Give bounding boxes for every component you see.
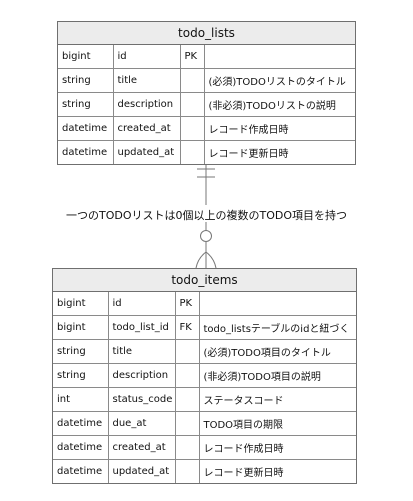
column-type: string <box>58 92 114 117</box>
zero-circle <box>200 230 212 242</box>
column-comment: (非必須)TODOリストの説明 <box>203 92 355 117</box>
column-type: datetime <box>53 411 109 436</box>
column-type: datetime <box>58 116 114 141</box>
column-name: updated_at <box>112 140 181 164</box>
column-comment: (必須)TODO項目のタイトル <box>198 339 356 364</box>
column-key: PK <box>179 45 205 69</box>
column-key <box>174 387 200 412</box>
column-name: created_at <box>107 435 176 460</box>
column-comment: レコード更新日時 <box>203 140 355 164</box>
column-comment: レコード作成日時 <box>198 435 356 460</box>
column-comment: (非必須)TODO項目の説明 <box>198 363 356 388</box>
crow-foot-right <box>205 251 217 269</box>
column-type: int <box>53 387 109 412</box>
column-key <box>179 68 205 93</box>
column-comment: (必須)TODOリストのタイトル <box>203 68 355 93</box>
column-type: string <box>58 68 114 93</box>
column-type: string <box>53 339 109 364</box>
column-type: bigint <box>53 315 109 340</box>
column-name: id <box>107 292 176 316</box>
column-key <box>179 92 205 117</box>
column-name: due_at <box>107 411 176 436</box>
column-name: todo_list_id <box>107 315 176 340</box>
column-key <box>174 363 200 388</box>
column-name: id <box>112 45 181 69</box>
column-name: title <box>107 339 176 364</box>
column-key <box>174 459 200 483</box>
column-comment <box>203 45 355 69</box>
column-name: description <box>107 363 176 388</box>
column-name: updated_at <box>107 459 176 483</box>
column-type: bigint <box>53 292 109 316</box>
crow-foot-left <box>195 251 207 269</box>
relationship-label: 一つのTODOリストは0個以上の複数のTODO項目を持つ <box>65 209 347 222</box>
column-comment: レコード作成日時 <box>203 116 355 141</box>
column-key <box>174 411 200 436</box>
column-comment: todo_listsテーブルのidと紐づく <box>198 315 356 340</box>
column-key <box>179 116 205 141</box>
column-comment: ステータスコード <box>198 387 356 412</box>
column-key: PK <box>174 292 200 316</box>
column-key <box>179 140 205 164</box>
column-type: string <box>53 363 109 388</box>
column-type: bigint <box>58 45 114 69</box>
entity-title: todo_lists <box>58 22 355 45</box>
column-key <box>174 435 200 460</box>
column-comment: TODO項目の期限 <box>198 411 356 436</box>
column-key <box>174 339 200 364</box>
column-name: description <box>112 92 181 117</box>
column-key: FK <box>174 315 200 340</box>
column-comment: レコード更新日時 <box>198 459 356 483</box>
column-comment <box>198 292 356 316</box>
column-type: datetime <box>53 459 109 483</box>
column-type: datetime <box>58 140 114 164</box>
entity-title: todo_items <box>53 269 356 292</box>
column-name: title <box>112 68 181 93</box>
column-type: datetime <box>53 435 109 460</box>
column-name: created_at <box>112 116 181 141</box>
column-name: status_code <box>107 387 176 412</box>
